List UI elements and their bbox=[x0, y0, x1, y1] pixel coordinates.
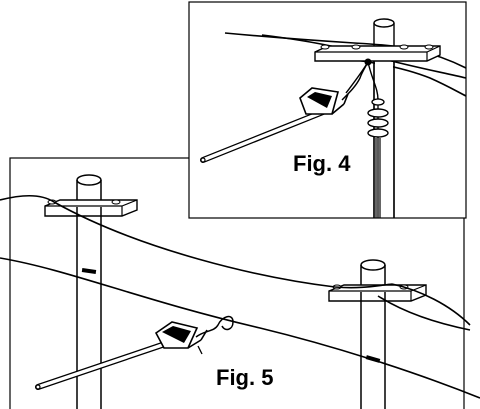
pole-right-overlap bbox=[362, 292, 384, 300]
splice-sleeve-left bbox=[81, 268, 97, 274]
insulator-stack-fig4 bbox=[367, 98, 389, 218]
hot-line-clamp-fig4 bbox=[299, 61, 369, 115]
pole-left-overlap bbox=[78, 207, 100, 215]
pole-fig4-fill bbox=[375, 62, 393, 122]
conductors-fig5 bbox=[0, 194, 480, 399]
conductor-right-lead bbox=[377, 295, 471, 331]
hot-stick-fig5 bbox=[35, 340, 171, 390]
crossarm-fig4 bbox=[314, 44, 441, 62]
conductor-upper-right bbox=[391, 283, 471, 326]
splice-sleeve-right bbox=[365, 355, 381, 363]
conductor-middle bbox=[0, 257, 480, 399]
hot-line-clamp-fig5 bbox=[154, 315, 234, 355]
figure-4-label: Fig. 4 bbox=[293, 151, 351, 176]
figure-5-label: Fig. 5 bbox=[216, 365, 273, 390]
hot-stick-fig4 bbox=[200, 109, 326, 163]
conductor-upper bbox=[0, 194, 393, 289]
figure-4: Fig. 4 bbox=[188, 1, 467, 219]
